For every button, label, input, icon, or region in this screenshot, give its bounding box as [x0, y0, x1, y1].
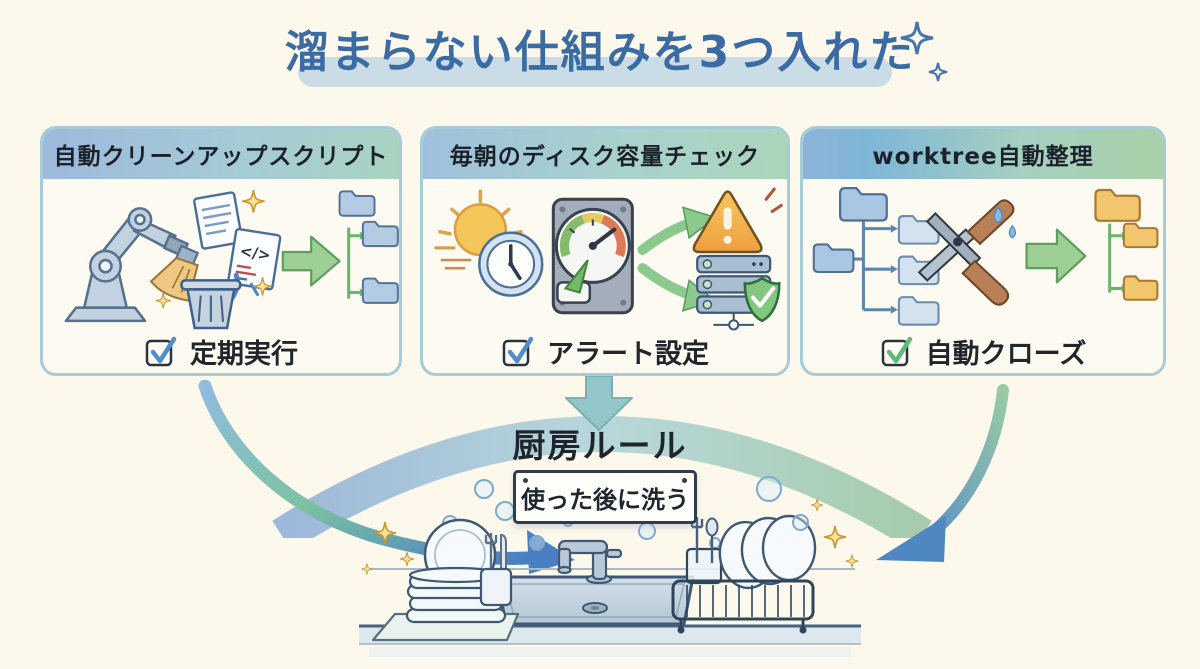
panel-art-auto-cleanup: </>	[43, 179, 399, 331]
panel-art-worktree	[803, 179, 1163, 331]
kitchen-rule-text: 使った後に洗う	[521, 485, 689, 514]
faucet-icon	[557, 539, 623, 585]
folder-tree-icon	[812, 187, 940, 326]
shield-check-icon	[743, 276, 781, 323]
clock-icon	[478, 231, 544, 297]
kitchen-rule-sign: 使った後に洗う	[513, 470, 697, 524]
panel-header: worktree自動整理	[803, 129, 1163, 179]
sparkle-icon	[899, 20, 949, 83]
tidy-folder-tree-icon	[1094, 188, 1159, 301]
document-icon	[193, 191, 244, 250]
checkbox-icon	[881, 336, 912, 367]
code-file-icon: </>	[227, 227, 282, 291]
title-highlight	[298, 57, 892, 87]
kitchen-banner-label: 厨房ルール	[512, 426, 688, 465]
bubble-icon	[792, 514, 809, 531]
nail-dot	[523, 478, 528, 483]
disk-gauge-icon	[551, 197, 634, 315]
folder-tree-icon	[338, 190, 399, 304]
sink-icon	[495, 575, 695, 626]
warning-triangle-icon	[692, 187, 783, 254]
checkbox-row: アラート設定	[423, 331, 787, 371]
panel-daily-disk-check: 毎朝のディスク容量チェック	[420, 126, 790, 376]
robot-arm-icon	[64, 207, 189, 323]
checkbox-icon	[145, 336, 177, 367]
checkbox-label: 自動クローズ	[925, 338, 1087, 370]
trash-icon	[180, 279, 242, 330]
pruning-shears-icon	[917, 199, 1015, 306]
checkbox-label: アラート設定	[547, 338, 709, 370]
cup-utensils-icon	[479, 533, 513, 607]
flow-arrow-up-icon	[637, 206, 718, 255]
panel-header: 自動クリーンアップスクリプト	[43, 129, 399, 179]
page-title: 溜まらない仕組みを3つ入れた	[284, 27, 916, 78]
bubble-icon	[756, 476, 782, 502]
dish-rack-icon	[671, 514, 817, 634]
kitchen-banner-arc	[272, 416, 932, 538]
flow-arrow-icon	[281, 235, 341, 287]
water-drop-icon	[993, 206, 1017, 239]
nail-dot	[682, 478, 687, 483]
checkbox-row: 自動クローズ	[803, 331, 1163, 371]
panel-worktree-auto-cleanup: worktree自動整理	[800, 126, 1166, 376]
kitchen-scene	[359, 496, 861, 657]
panel-header: 毎朝のディスク容量チェック	[423, 129, 787, 179]
checkbox-label: 定期実行	[190, 338, 298, 370]
checkbox-icon	[502, 336, 534, 367]
flow-arrow-icon	[1025, 228, 1087, 284]
svg-text:</>: </>	[238, 242, 271, 265]
bubble-icon	[474, 479, 494, 499]
panel-auto-cleanup-script: 自動クリーンアップスクリプト	[40, 126, 402, 376]
checkbox-row: 定期実行	[43, 331, 399, 371]
panel-art-disk-check	[423, 179, 787, 331]
down-arrow	[565, 376, 633, 431]
curved-arrow-right	[876, 384, 1009, 562]
